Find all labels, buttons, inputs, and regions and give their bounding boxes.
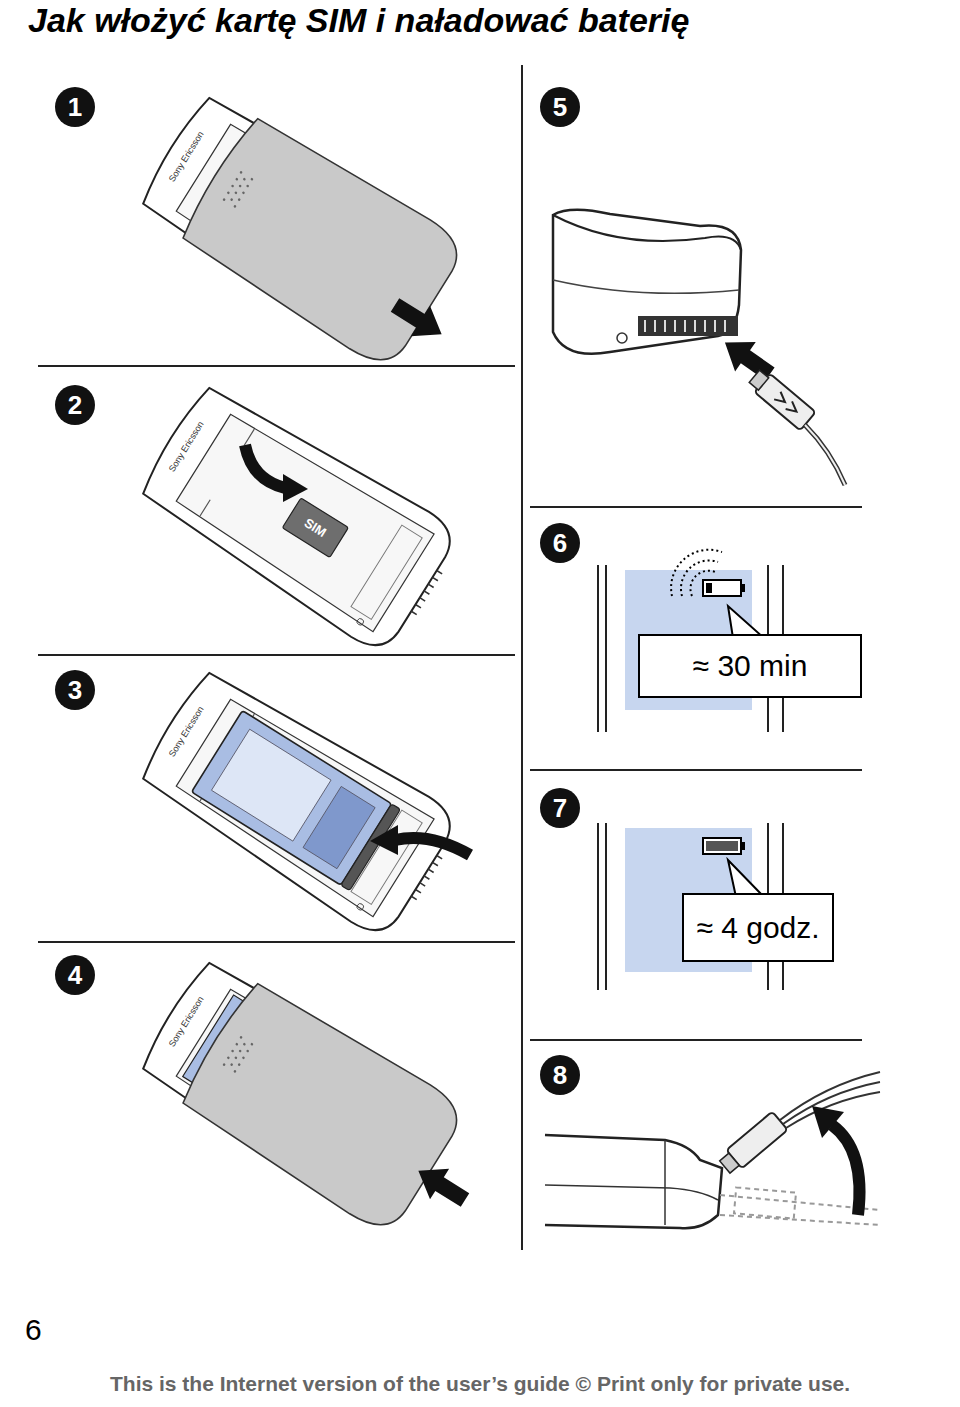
illustration-part: [283, 474, 308, 502]
illustration-part: [530, 1039, 862, 1041]
illustration-part: [728, 860, 764, 897]
illustration-part: [341, 804, 401, 891]
illustration-part: [605, 823, 607, 990]
illustration-part: [540, 1055, 580, 1095]
illustration-part: [545, 1185, 718, 1200]
illustration-part: [812, 1106, 844, 1138]
illustration-part: [175, 976, 469, 1238]
illustration-part: [734, 1187, 796, 1218]
callout-bubble: ≈ 4 godz.: [682, 893, 834, 962]
step8-phone-side: [545, 1072, 880, 1228]
illustration-part: [282, 498, 348, 558]
illustration-part: [720, 1153, 739, 1173]
illustration-part: [38, 654, 515, 656]
separator-lines: [38, 65, 862, 1250]
illustration-part: [540, 87, 580, 127]
footer-note: This is the Internet version of the user…: [110, 1372, 850, 1395]
illustration-part: [671, 550, 722, 596]
step-number: 6: [553, 529, 567, 558]
step-circles: [55, 87, 580, 1095]
illustration-part: [553, 215, 741, 250]
page-number: 6: [25, 1313, 42, 1346]
illustration-part: [664, 1140, 666, 1225]
illustration-part: [597, 823, 599, 990]
callout-text: ≈ 4 godz.: [696, 911, 819, 945]
illustration-part: [211, 729, 331, 841]
illustration-part: [530, 769, 862, 771]
step4-phone: [131, 948, 469, 1238]
illustration-part: [553, 210, 741, 354]
step-number: 2: [68, 391, 82, 420]
illustration-part: [605, 565, 607, 732]
illustration-part: [553, 280, 739, 293]
step-number: 7: [553, 794, 567, 823]
curved-arrow: [832, 1125, 860, 1215]
illustration-part: [385, 290, 451, 350]
illustration-part: [370, 825, 398, 855]
illustration-part: [749, 370, 768, 390]
illustration-part: [409, 1156, 475, 1216]
step3-phone: [132, 660, 466, 945]
illustration-part: [805, 425, 845, 485]
callout-text: ≈ 30 min: [693, 649, 808, 683]
page-title: Jak włożyć kartę SIM i naładować baterię: [28, 2, 689, 39]
illustration-part: [540, 523, 580, 563]
illustration-part: [617, 333, 627, 343]
illustration-part: [720, 1215, 880, 1225]
illustration-part: [521, 65, 523, 1250]
step-number: 5: [553, 93, 567, 122]
illustration-part: [132, 660, 466, 945]
illustration-part: [690, 571, 715, 596]
illustration-part: [703, 580, 741, 596]
illustration-part: [741, 584, 745, 592]
illustration-part: [540, 788, 580, 828]
step-number: 3: [68, 676, 82, 705]
illustration-part: [530, 506, 862, 508]
illustration-part: [706, 583, 712, 593]
step2-phone: [132, 375, 466, 660]
illustration-part: [175, 111, 469, 373]
charger-cable: [805, 425, 845, 485]
illustration-part: [703, 838, 741, 854]
illustration-part: [681, 561, 718, 596]
illustration-part: [706, 841, 738, 851]
step-number: 8: [553, 1061, 567, 1090]
illustration-part: [132, 375, 466, 660]
illustration-part: [55, 385, 95, 425]
illustration-part: [774, 392, 800, 416]
illustration-part: [38, 365, 515, 367]
illustration-part: [55, 955, 95, 995]
illustration-part: [38, 941, 515, 943]
step5-phone-bottom: [553, 210, 741, 354]
illustration-part: [717, 1112, 788, 1177]
illustration-part: [638, 316, 738, 336]
illustration-part: [741, 842, 745, 850]
curved-arrow: [395, 838, 470, 855]
illustration-part: [55, 87, 95, 127]
illustration-part: [645, 320, 725, 332]
illustration-part: [545, 1135, 722, 1228]
curved-arrow: [245, 445, 285, 488]
callout-bubble: ≈ 30 min: [638, 634, 862, 698]
illustration-part: [597, 565, 599, 732]
illustration-part: [671, 550, 722, 596]
illustration-part: [55, 670, 95, 710]
step1-phone: [131, 83, 469, 373]
step-number: 1: [68, 93, 82, 122]
step-number: 4: [68, 961, 82, 990]
charger-plug: [747, 367, 816, 430]
